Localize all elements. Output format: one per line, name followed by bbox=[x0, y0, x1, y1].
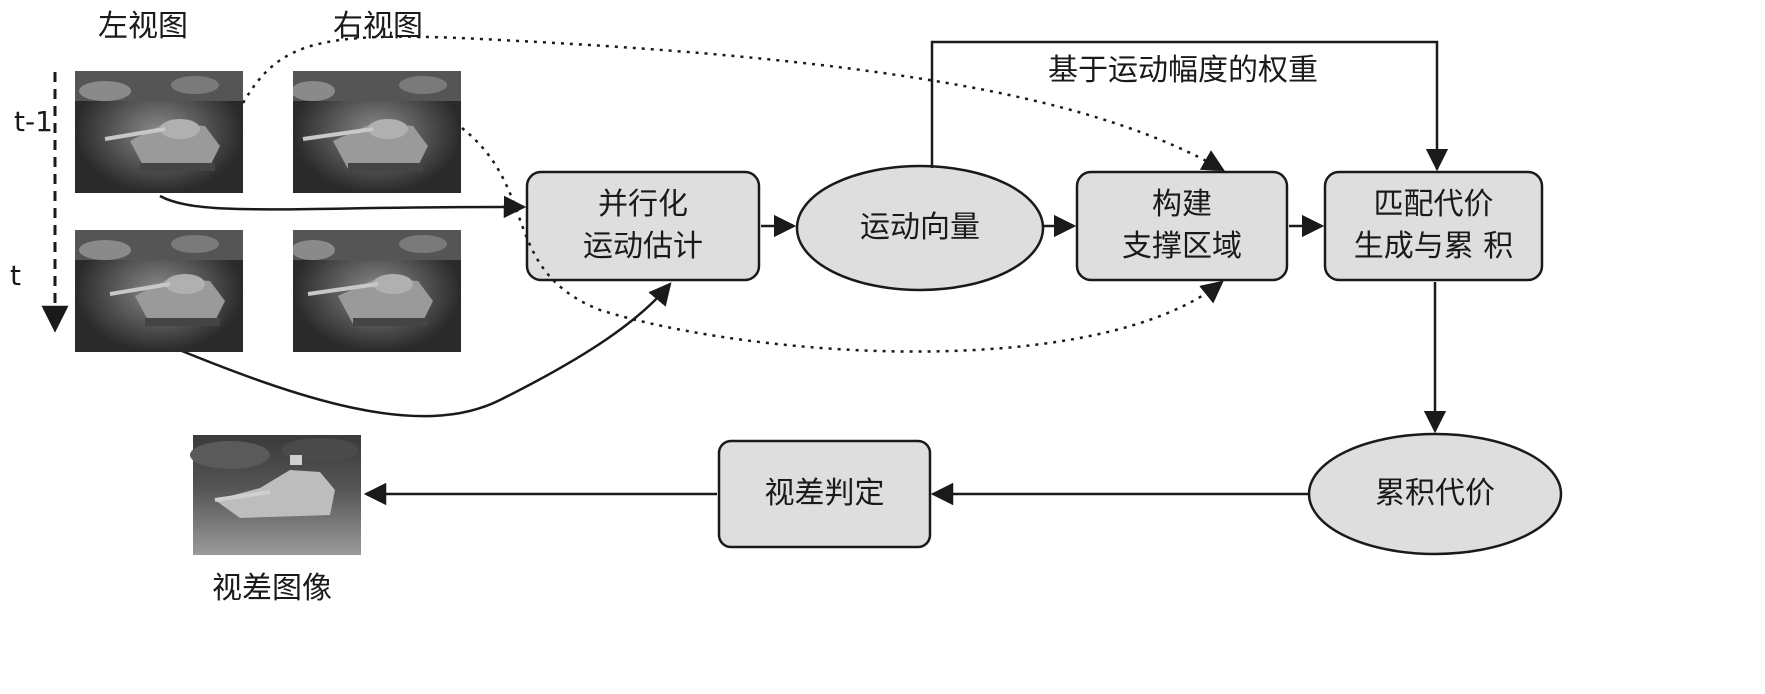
disparity-decision-text: 视差判定 bbox=[765, 473, 885, 515]
motion-vector-label: 运动向量 bbox=[797, 166, 1043, 290]
time-prev-label: t-1 bbox=[14, 108, 53, 136]
right-frame-t bbox=[293, 230, 461, 352]
weight-label: 基于运动幅度的权重 bbox=[1048, 56, 1318, 86]
left-frame-t1 bbox=[75, 71, 243, 193]
support-region-line2: 支撑区域 bbox=[1122, 226, 1242, 268]
left-view-label: 左视图 bbox=[98, 12, 188, 42]
left-frame-t bbox=[75, 230, 243, 352]
time-curr-label: t bbox=[10, 262, 21, 290]
motion-estimation-line1: 并行化 bbox=[598, 184, 688, 226]
support-region-label: 构建 支撑区域 bbox=[1077, 172, 1287, 280]
right-frame-t1 bbox=[293, 71, 461, 193]
motion-estimation-line2: 运动估计 bbox=[583, 226, 703, 268]
accumulated-cost-label: 累积代价 bbox=[1309, 434, 1561, 554]
accumulated-cost-text: 累积代价 bbox=[1375, 473, 1495, 515]
cost-line2: 生成与累 积 bbox=[1354, 226, 1514, 268]
motion-estimation-label: 并行化 运动估计 bbox=[527, 172, 759, 280]
motion-vector-text: 运动向量 bbox=[860, 207, 980, 249]
disparity-decision-label: 视差判定 bbox=[719, 441, 930, 547]
arrow-left-t1-to-estimation bbox=[160, 196, 524, 209]
right-view-label: 右视图 bbox=[333, 12, 423, 42]
disparity-image-label: 视差图像 bbox=[212, 574, 332, 604]
support-region-line1: 构建 bbox=[1152, 184, 1212, 226]
cost-line1: 匹配代价 bbox=[1374, 184, 1494, 226]
disparity-image bbox=[190, 435, 361, 555]
cost-label: 匹配代价 生成与累 积 bbox=[1325, 172, 1542, 280]
